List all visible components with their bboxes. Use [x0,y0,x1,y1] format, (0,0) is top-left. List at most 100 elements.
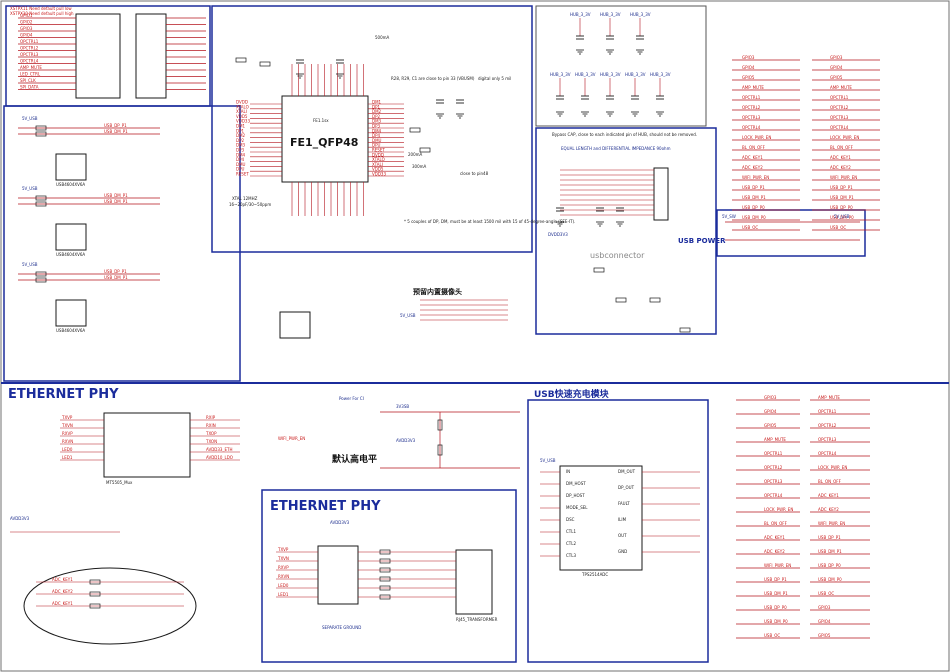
gpio-ic [75,13,121,99]
esd-chip-4 [279,311,311,339]
xtal-cap-label: 16~20pF/30~50ppm [229,202,271,207]
label-separate-ground: SEPARATE GROUND [322,625,361,630]
rail-label: DVDD3V3 [548,232,568,237]
usb-net-label: USB_DM_P1 [104,275,128,280]
hub-pin-label: XTALI [372,162,383,167]
phy-xfmr-name: RJ45_TRANSFORMER [456,617,498,622]
net-label-right: LOCK_PWR_EN [818,465,847,470]
hub-pin-label: DPU [372,143,380,148]
esd-name-3: USB4604XV6A [56,328,85,333]
net-label-right: ADC_KEY2 [818,507,839,512]
hub-pin-label: DM1 [372,100,382,105]
frame-usb-charge [527,399,709,663]
net-label-right: USB_DP_P0 [830,205,853,210]
phy-pin-label: RXVP [62,431,73,436]
heading-usb-power: USB POWER [678,237,726,245]
rail-label: HUB_3_3V [570,12,591,17]
net-label-right: WIFI_PWR_EN [830,175,857,180]
rail-label: HUB_3_3V [600,72,621,77]
net-label-left: GPIO1 [20,13,33,18]
phy-pin-label: TXVN [61,423,73,428]
net-label-right: WIFI_PWR_EN [742,175,769,180]
net-label-left: GPIO2 [20,20,33,25]
resistor [379,549,391,555]
net-label-right: AMP_MUTE [818,395,840,400]
net-label-left: OPCTRL1 [20,39,39,44]
rail-label: HUB_3_3V [625,72,646,77]
net-label-left: AMP_MUTE [20,65,42,70]
net-label-left: SPI_DATA [20,85,39,90]
note-impedance: EQUAL LENGTH and DIFFERENTIAL IMPEDANCE … [561,146,671,151]
net-label-layer: GPIO1GPIO2GPIO3GPIO4OPCTRL1OPCTRL2OPCTRL… [10,12,859,638]
charge-pin-label: CTL3 [566,553,576,558]
net-label-right: USB_OC [764,633,780,638]
hub-chip [281,95,369,183]
phy-pin-label: LED0 [62,447,73,452]
hub-pin-label: DM3 [236,143,246,148]
usb-connector-body [653,167,669,221]
resistor [89,603,101,609]
net-label-right: USB_DP_P0 [742,205,765,210]
phy-mux-name: MT5505_Mux [106,480,133,485]
net-label-right: OPCTRL4 [818,451,837,456]
esd-chip-2 [55,223,87,251]
rj45-chip [455,549,493,615]
net-label-right: USB_OC [818,591,834,596]
net-label-right: GPIO3 [830,55,843,60]
esd-name-2: USB4604XV6A [56,252,85,257]
net-label-right: LOCK_PWR_EN [830,135,859,140]
phy-pin-label: AVDD33_ETH [206,447,232,452]
net-label-right: WIFI_PWR_EN [818,521,845,526]
heading-usb-charge: USB快速充电模块 [534,388,610,400]
net-label-right: USB_DM_P1 [818,549,842,554]
hub-pin-label: DP1 [236,128,244,133]
net-label-right: ADC_KEY1 [830,155,851,160]
hub-pin-label: DMU [236,162,246,167]
net-label-left: SPI_CLK [20,78,36,83]
resistor [409,127,421,133]
net-label-right: AMP_MUTE [830,85,852,90]
note-digital: digital only 5 mil [478,76,511,81]
phy-pin-label: RXIN [206,423,216,428]
note-hub-usb: * 5 couples of DP, DM, must be at least … [404,219,575,224]
label-power-ci: Power For CI [339,396,364,401]
esd-chip-3 [55,299,87,327]
phy-pin-label: RXVN [278,574,289,579]
note-r28: R28, R29, C1 are close to pin 33 (VBUSM) [391,76,475,81]
phy-pin-label: LED1 [62,455,73,460]
hub-pin-label: DP2 [236,138,244,143]
xtal-label: XTAL 12MHZ [232,196,258,201]
net-label-right: AMP_MUTE [764,437,786,442]
resistor [437,444,443,456]
phy-xfmr-chip [317,545,359,605]
net-label-right: GPIO4 [742,65,755,70]
rail-label: AVDD3V3 [10,516,30,521]
net-label-right: GPIO5 [764,423,777,428]
hub-pin-label: XTALI [236,109,247,114]
net-label-right: OPCTRL2 [742,105,761,110]
frame-eth-phy [261,489,517,663]
hub-pin-label: VDD33 [236,119,250,124]
hub-pin-label: DVDD [236,100,248,105]
net-label-right: OPCTRL4 [742,125,761,130]
net-label-left: LED_CTRL [20,72,41,77]
phy-pin-label: TXVN [277,556,289,561]
phy-pin-label: RXIP [206,415,216,420]
net-label-right: OPCTRL2 [764,465,783,470]
net-label-right: LOCK_PWR_EN [764,507,793,512]
net-label-right: WIFI_PWR_EN [764,563,791,568]
rail-label: AVDD3V3 [330,520,350,525]
frame-hub-caps [535,5,707,127]
net-label-right: ADC_KEY2 [764,549,785,554]
note-500ma: 500mA [375,35,390,40]
phy-pin-label: TXON [205,439,217,444]
net-label-right: LOCK_PWR_EN [742,135,771,140]
charge-pin-label: MODE_SEL [566,505,588,510]
charge-pin-label: DM_HOST [566,481,586,486]
net-label-right: GPIO3 [764,395,777,400]
net-label: ADC_KEY1 [52,601,73,606]
resistor [437,419,443,431]
net-label-right: OPCTRL3 [742,115,761,120]
net-label-right: OPCTRL1 [742,95,761,100]
resistor [379,594,391,600]
